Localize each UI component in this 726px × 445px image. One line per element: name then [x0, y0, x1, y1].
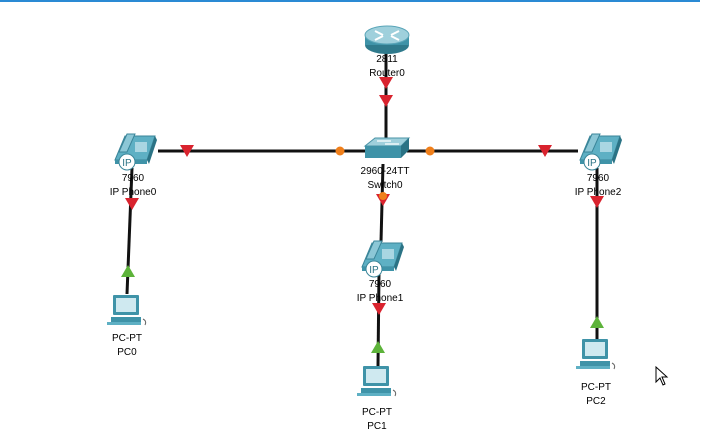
link-phone0-switch0[interactable]: [158, 145, 365, 157]
link-amber-dot-to: [335, 146, 345, 156]
ip-phone-icon[interactable]: IP: [361, 240, 404, 278]
device-model-label: PC-PT: [112, 333, 142, 344]
switch-icon[interactable]: [363, 137, 411, 158]
pc-icon[interactable]: [357, 366, 397, 397]
link-amber-dot-from: [425, 146, 435, 156]
device-name-label[interactable]: PC2: [586, 396, 606, 407]
device-model-label: 2811: [376, 54, 398, 65]
pc-icon[interactable]: [107, 295, 147, 326]
device-pc2[interactable]: PC-PT PC2: [576, 339, 616, 407]
link-down-triangle-from: [379, 77, 393, 89]
link-router0-switch0[interactable]: [379, 52, 393, 138]
device-phone0[interactable]: IP 7960 IP Phone0: [110, 133, 157, 198]
pc-icon[interactable]: [576, 339, 616, 370]
ip-phone-icon[interactable]: IP: [579, 133, 622, 171]
device-name-label[interactable]: IP Phone0: [110, 187, 157, 198]
device-model-label: 2960-24TT: [361, 166, 410, 177]
link-down-triangle-from: [180, 145, 194, 157]
ip-phone-icon[interactable]: IP: [114, 133, 157, 171]
link-phone0-pc0[interactable]: [121, 167, 139, 295]
device-phone2[interactable]: IP 7960 IP Phone2: [575, 133, 622, 198]
device-name-label[interactable]: PC0: [117, 347, 137, 358]
device-model-label: PC-PT: [581, 382, 611, 393]
device-model-label: 7960: [369, 279, 392, 290]
router-icon[interactable]: [364, 25, 410, 54]
link-up-triangle-to: [371, 341, 385, 353]
link-down-triangle-from: [372, 303, 386, 315]
link-up-triangle-to: [590, 316, 604, 328]
link-down-triangle-from: [590, 196, 604, 208]
device-name-label[interactable]: PC1: [367, 421, 387, 432]
link-up-triangle-to: [121, 265, 135, 277]
ip-badge: IP: [369, 265, 379, 276]
device-phone1[interactable]: IP 7960 IP Phone1: [357, 240, 404, 304]
link-phone1-pc1[interactable]: [371, 271, 386, 367]
ip-badge: IP: [587, 158, 597, 169]
link-down-triangle-from: [125, 198, 139, 210]
window-top-border: [0, 0, 700, 2]
device-switch0[interactable]: 2960-24TT Switch0: [361, 137, 411, 191]
device-model-label: 7960: [122, 173, 145, 184]
device-model-label: PC-PT: [362, 407, 392, 418]
link-amber-dot: [379, 192, 387, 200]
link-down-triangle-to: [379, 95, 393, 107]
link-switch0-phone2[interactable]: [407, 145, 578, 157]
device-name-label[interactable]: Switch0: [367, 180, 402, 191]
device-pc0[interactable]: PC-PT PC0: [107, 295, 147, 358]
device-pc1[interactable]: PC-PT PC1: [357, 366, 397, 432]
ip-badge: IP: [122, 158, 132, 169]
link-phone2-pc2[interactable]: [590, 168, 604, 340]
device-name-label[interactable]: IP Phone1: [357, 293, 404, 304]
device-model-label: 7960: [587, 173, 610, 184]
link-down-triangle-to: [538, 145, 552, 157]
device-name-label[interactable]: IP Phone2: [575, 187, 622, 198]
device-name-label[interactable]: Router0: [369, 68, 405, 79]
